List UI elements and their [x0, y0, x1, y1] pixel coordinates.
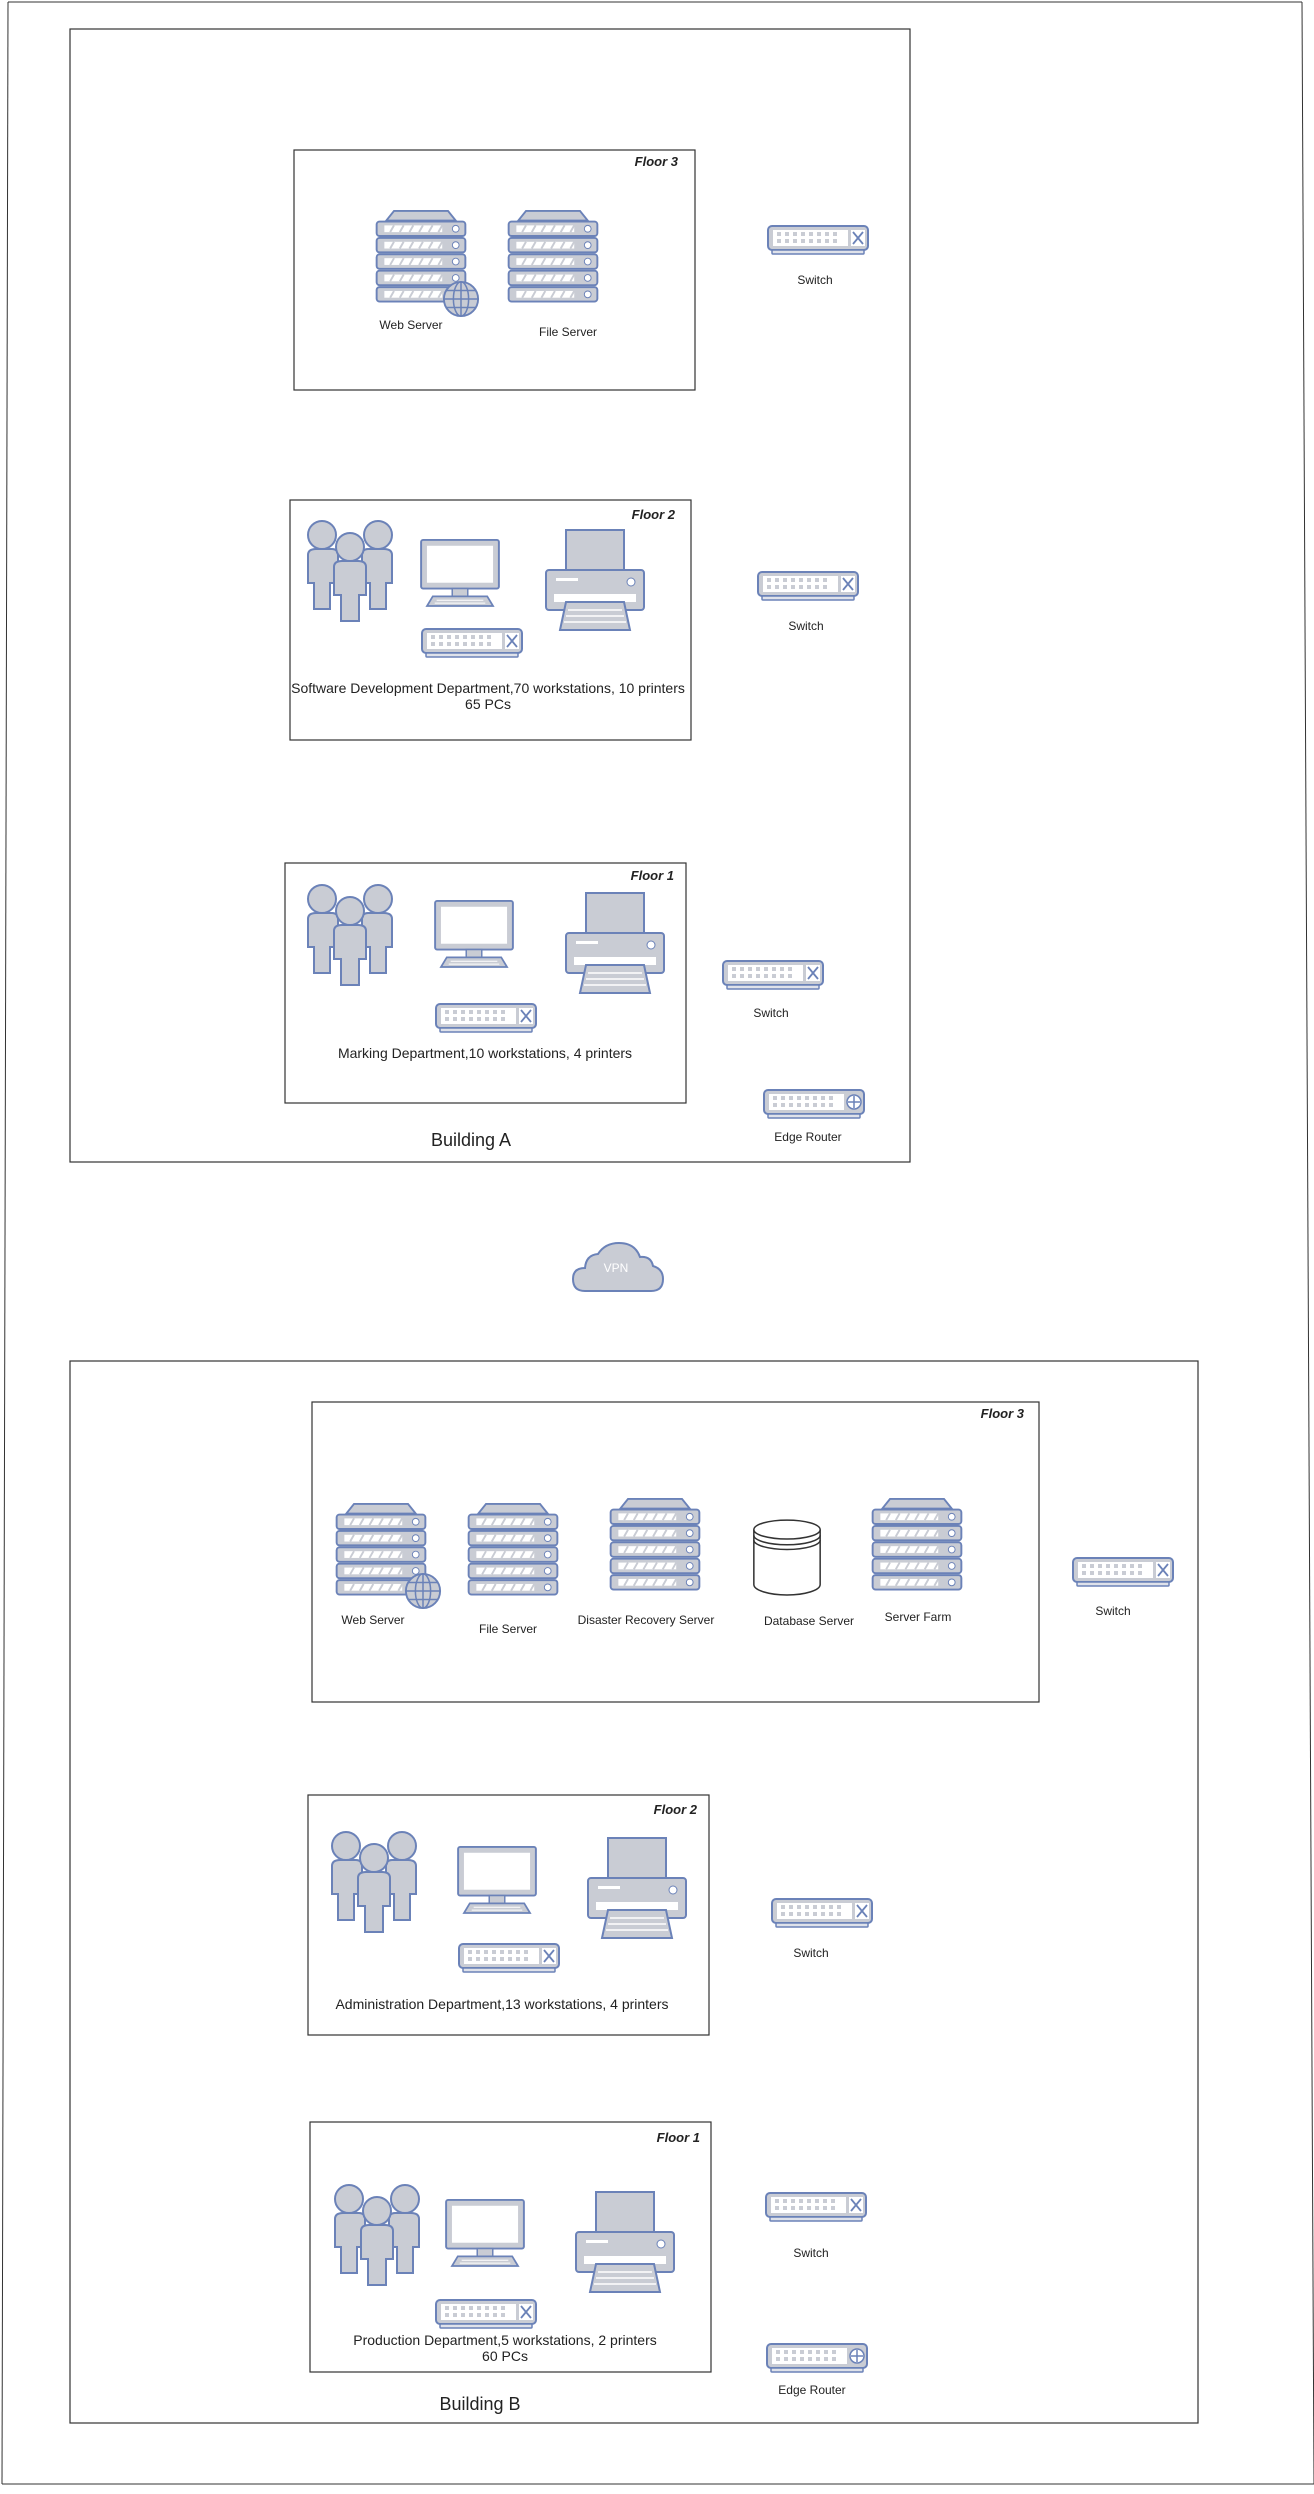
printer-icon[interactable]: [587, 1837, 687, 1939]
file-server-label: File Server: [479, 1622, 537, 1636]
switch-icon[interactable]: [771, 1898, 873, 1928]
workstation-icon[interactable]: [434, 899, 514, 969]
file-server-icon[interactable]: [467, 1502, 559, 1596]
pc-count-caption: 65 PCs: [465, 696, 511, 712]
switch-icon[interactable]: [421, 628, 523, 658]
switch-icon[interactable]: [767, 225, 869, 255]
floor-label: Floor 3: [635, 154, 679, 169]
floor-box: [284, 862, 687, 1104]
department-caption: Administration Department,13 workstation…: [335, 1996, 668, 2012]
edge-router-label: Edge Router: [778, 2383, 845, 2397]
globe-icon: [442, 280, 480, 318]
users-icon: [307, 520, 393, 622]
globe-icon: [404, 1572, 442, 1610]
building-b-label: Building B: [439, 2394, 520, 2414]
floor-box: [289, 499, 692, 741]
printer-icon[interactable]: [575, 2191, 675, 2293]
building-a-label: Building A: [431, 1130, 511, 1150]
switch-icon[interactable]: [757, 571, 859, 601]
floor-label: Floor 2: [632, 507, 676, 522]
server-farm-icon[interactable]: [871, 1497, 963, 1591]
switch-label: Switch: [793, 2246, 828, 2260]
building-b-floor-1[interactable]: Floor 1 Production Department,5 workstat…: [309, 2121, 712, 2373]
floor-box: [311, 1401, 1040, 1703]
floor-label: Floor 1: [657, 2130, 700, 2145]
users-icon: [334, 2184, 420, 2286]
workstation-icon[interactable]: [420, 538, 500, 608]
switch-icon[interactable]: [722, 960, 824, 990]
server-farm-label: Server Farm: [885, 1610, 952, 1624]
workstation-icon[interactable]: [457, 1845, 537, 1915]
edge-router-icon[interactable]: [766, 2343, 868, 2373]
building-a-floor-2[interactable]: Floor 2 Software Development Department,…: [289, 499, 692, 741]
floor-label: Floor 2: [654, 1802, 698, 1817]
switch-label: Switch: [788, 619, 823, 633]
workstation-icon[interactable]: [445, 2198, 525, 2268]
file-server-label: File Server: [539, 325, 597, 339]
edge-router-label: Edge Router: [774, 1130, 841, 1144]
page-border-left: [1, 1, 9, 2485]
building-a-floor-1[interactable]: Floor 1 Marking Department,10 workstatio…: [284, 862, 687, 1104]
switch-icon[interactable]: [458, 1943, 560, 1973]
web-server-label: Web Server: [341, 1613, 404, 1627]
floor-box: [293, 149, 696, 391]
file-server-icon[interactable]: [507, 209, 599, 303]
disaster-recovery-server-label: Disaster Recovery Server: [578, 1613, 715, 1627]
users-icon: [307, 884, 393, 986]
building-b-floor-3[interactable]: Floor 3 Web Server File Server Disaster …: [311, 1401, 1040, 1703]
floor-box: [307, 1794, 710, 2036]
building-a-container[interactable]: [69, 28, 911, 1163]
department-caption: Marking Department,10 workstations, 4 pr…: [338, 1045, 632, 1061]
page-border-right: [1301, 1, 1314, 2485]
floor-box: [309, 2121, 712, 2373]
department-caption: Software Development Department,70 works…: [291, 680, 685, 696]
switch-icon[interactable]: [1072, 1557, 1174, 1587]
printer-icon[interactable]: [565, 892, 665, 994]
switch-icon[interactable]: [435, 1003, 537, 1033]
pc-count-caption: 60 PCs: [482, 2348, 528, 2364]
switch-icon[interactable]: [765, 2192, 867, 2222]
building-a-floor-3[interactable]: Floor 3 Web Server File Server: [293, 149, 696, 391]
switch-label: Switch: [793, 1946, 828, 1960]
department-caption: Production Department,5 workstations, 2 …: [353, 2332, 656, 2348]
switch-label: Switch: [753, 1006, 788, 1020]
building-b-container[interactable]: [69, 1360, 1199, 2424]
switch-icon[interactable]: [435, 2299, 537, 2329]
database-server-label: Database Server: [764, 1614, 854, 1628]
switch-label: Switch: [797, 273, 832, 287]
database-icon[interactable]: [753, 1519, 821, 1596]
edge-router-icon[interactable]: [763, 1089, 865, 1119]
floor-label: Floor 1: [631, 868, 674, 883]
web-server-label: Web Server: [379, 318, 442, 332]
users-icon: [331, 1831, 417, 1933]
printer-icon[interactable]: [545, 529, 645, 631]
building-b-floor-2[interactable]: Floor 2 Administration Department,13 wor…: [307, 1794, 710, 2036]
floor-label: Floor 3: [981, 1406, 1025, 1421]
switch-label: Switch: [1095, 1604, 1130, 1618]
vpn-label: VPN: [604, 1261, 629, 1275]
disaster-recovery-server-icon[interactable]: [609, 1497, 701, 1591]
